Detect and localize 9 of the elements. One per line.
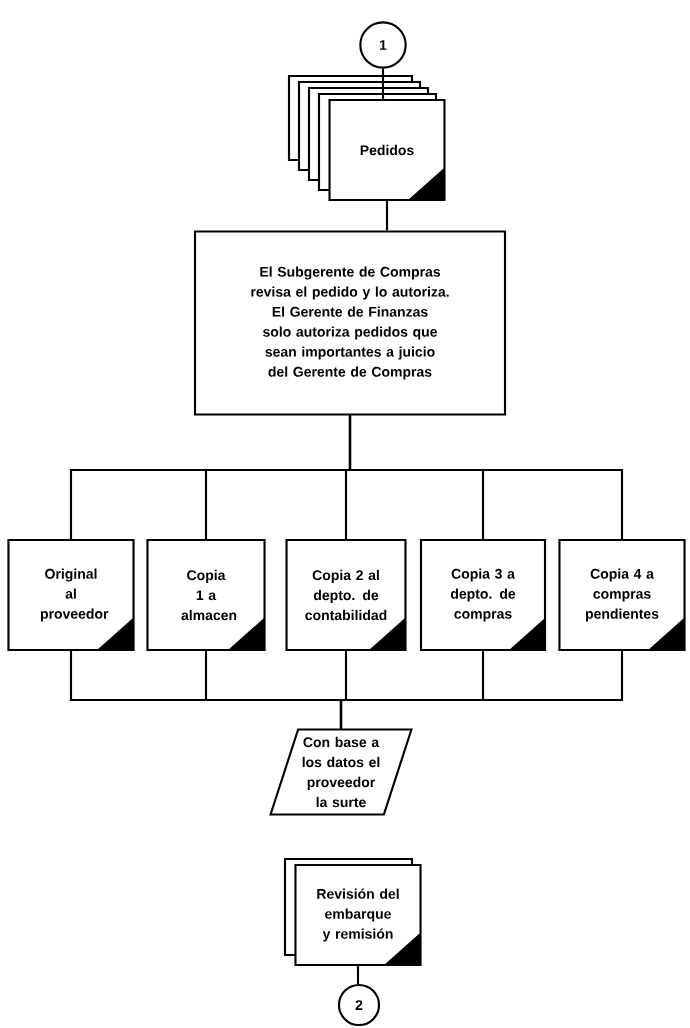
process-box: El Subgerente de Compras revisa el pedido y lo autoriza. El Gerente de Finanzas solo autoriza pedidos que sean importantes a juicio del Gerente de Compras bbox=[193, 230, 507, 416]
connector-line bbox=[339, 651, 624, 729]
data-parallelogram: Con base a los datos el proveedor la surte bbox=[269, 728, 413, 816]
document-stack: Revisión del embarque y remisión bbox=[283, 857, 422, 967]
connector-line bbox=[385, 201, 389, 231]
connector-line bbox=[356, 966, 360, 984]
connector-line bbox=[348, 415, 624, 539]
connector-line bbox=[381, 68, 385, 99]
document-stack: Pedidos bbox=[287, 74, 446, 202]
